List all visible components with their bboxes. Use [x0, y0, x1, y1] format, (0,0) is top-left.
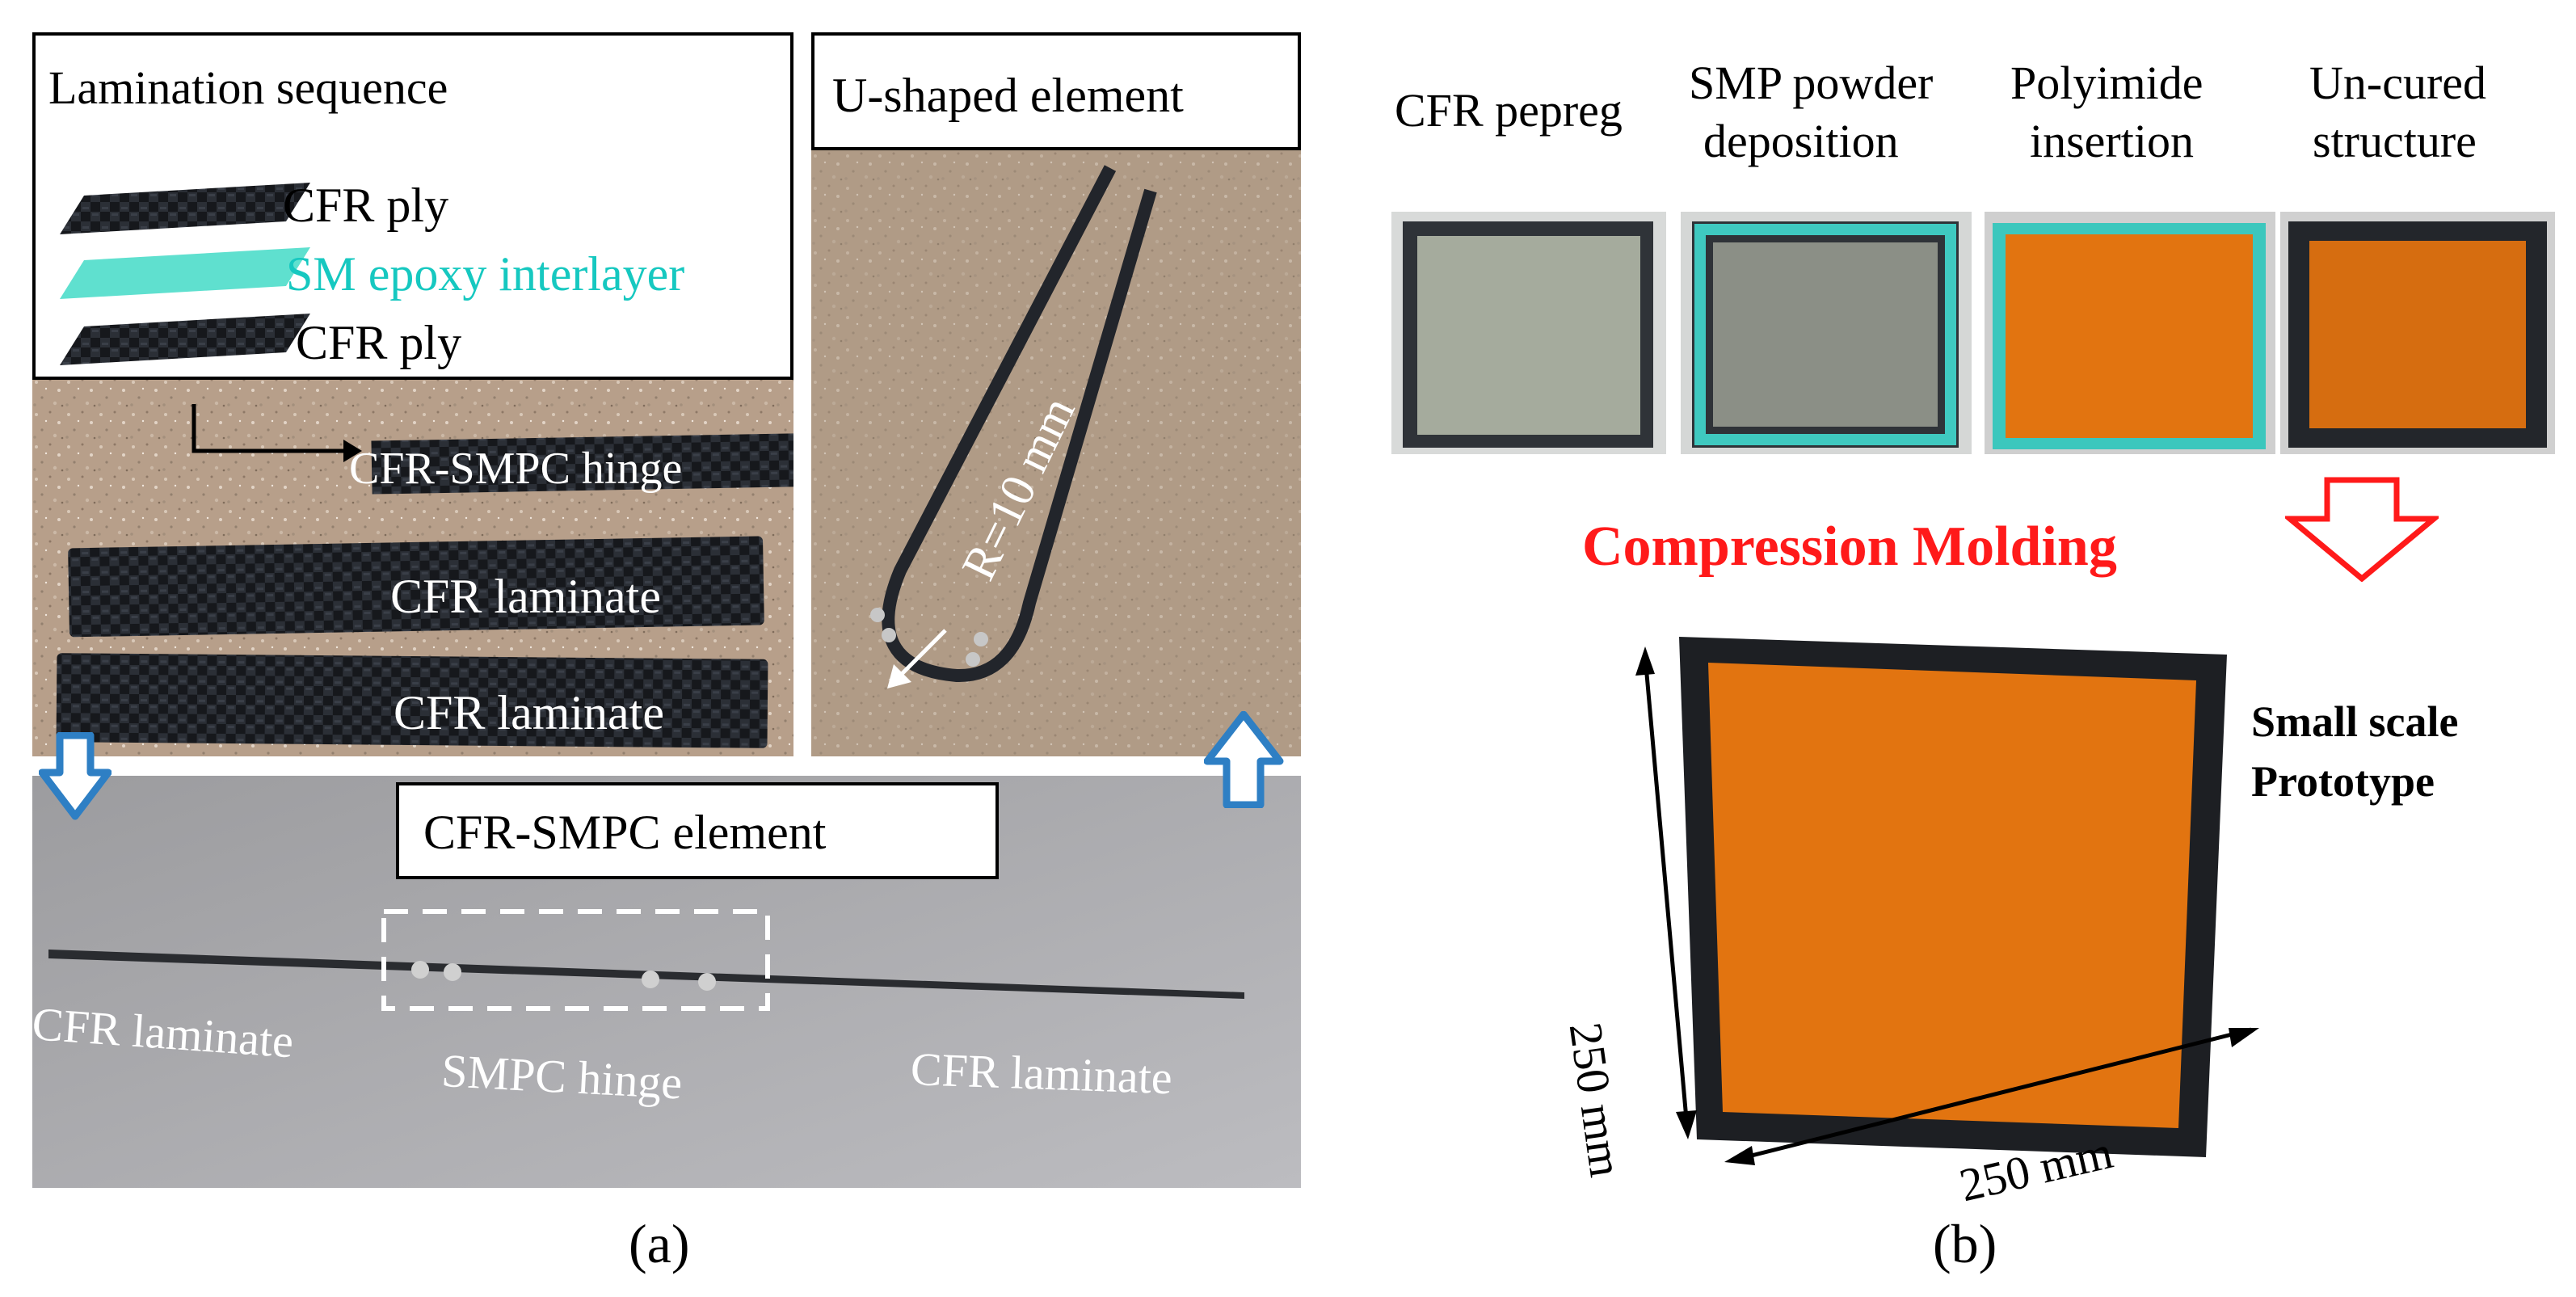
step-4-label-1: Un-cured [2309, 57, 2487, 109]
process-label: Compression Molding [1582, 516, 2117, 578]
step-1-label: CFR pepreg [1395, 84, 1623, 137]
dimension-vertical-label: 250 mm [1559, 1019, 1633, 1181]
step-3-photo [1985, 212, 2275, 454]
u-shaped-title-box: U-shaped element [811, 32, 1301, 150]
panel-b-caption: (b) [1933, 1213, 1997, 1274]
step-2-label-2: deposition [1703, 115, 1899, 167]
ply-stack-icon [60, 183, 310, 365]
step-1-photo [1391, 212, 1666, 454]
lamination-title: Lamination sequence [48, 61, 448, 114]
hinge-highlight-box [381, 909, 770, 1011]
right-laminate-label: CFR laminate [909, 1042, 1173, 1105]
u-shaped-title: U-shaped element [832, 69, 1184, 122]
ply-top-label: CFR ply [283, 179, 449, 232]
u-shaped-strip [882, 165, 1157, 683]
bent-arrow-icon [192, 404, 362, 462]
step-4-photo [2280, 212, 2555, 454]
laminate-label-1: CFR laminate [390, 570, 661, 623]
red-down-arrow-icon [2285, 477, 2439, 582]
prototype-label-2: Prototype [2251, 757, 2435, 806]
step-3-label-2: insertion [2030, 115, 2194, 167]
step-2-photo [1681, 212, 1972, 454]
down-arrow-icon [39, 732, 112, 820]
step-4-label-2: structure [2313, 115, 2477, 167]
laminate-label-2: CFR laminate [394, 686, 664, 739]
smpc-hinge-label: SMPC hinge [440, 1044, 684, 1110]
cfr-smpc-hinge-strip [371, 433, 793, 495]
step-3-label-1: Polyimide [2010, 57, 2203, 109]
prototype-label-1: Small scale [2251, 697, 2459, 746]
dimension-horizontal-arrow-icon [1724, 1027, 2259, 1165]
element-title-box: CFR-SMPC element [396, 782, 999, 879]
cfr-laminate-strip-2 [56, 653, 768, 748]
radius-arrow-icon [887, 629, 947, 689]
hinge-label: CFR-SMPC hinge [349, 444, 683, 494]
element-title: CFR-SMPC element [423, 806, 827, 859]
up-arrow-icon [1204, 711, 1284, 808]
lamination-sequence-box: Lamination sequence CFR ply SM epoxy int… [32, 32, 793, 380]
interlayer-label: SM epoxy interlayer [286, 247, 685, 301]
ply-bottom-label: CFR ply [296, 316, 462, 369]
step-2-label-1: SMP powder [1689, 57, 1934, 109]
dimension-vertical-arrow-icon [1635, 646, 1697, 1139]
cfr-laminate-strip-1 [68, 536, 764, 638]
u-shaped-photo [811, 150, 1301, 756]
laminates-photo [32, 377, 793, 756]
panel-a-caption: (a) [629, 1213, 690, 1274]
prototype-photo [1679, 637, 2227, 1157]
